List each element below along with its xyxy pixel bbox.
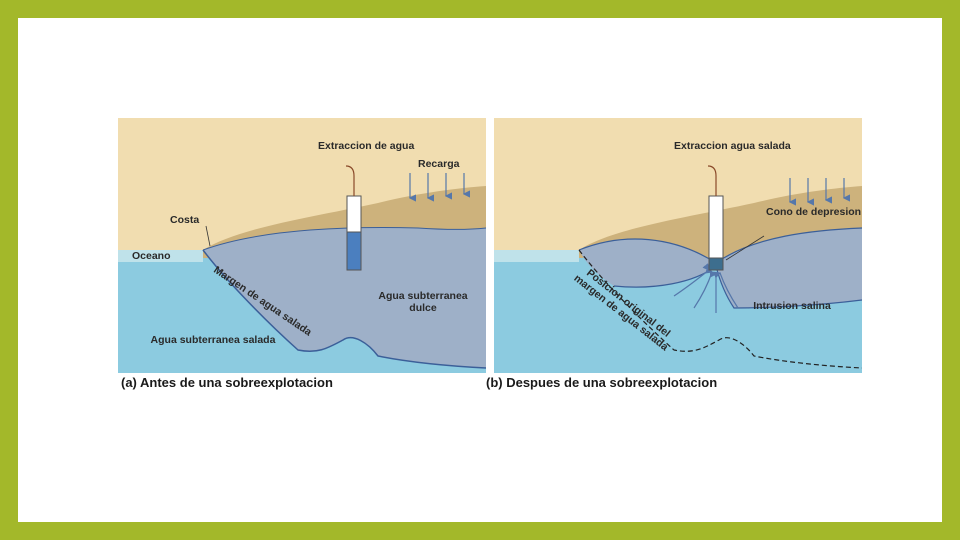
label-recharge: Recarga — [418, 158, 459, 170]
label-depression-cone: Cono de depresion — [766, 206, 861, 218]
label-saline-groundwater: Agua subterranea salada — [148, 334, 278, 346]
label-extraction: Extraccion de agua — [318, 140, 414, 152]
label-extraction-salt: Extraccion agua salada — [674, 140, 791, 152]
caption-before: (a) Antes de una sobreexplotacion — [121, 375, 333, 390]
slide-canvas: Extraccion de agua Recarga Costa Oceano … — [18, 18, 942, 522]
diagram-panel-before: Extraccion de agua Recarga Costa Oceano … — [118, 118, 486, 373]
label-fresh-groundwater: Agua subterranea dulce — [368, 290, 478, 314]
well-water — [709, 258, 723, 270]
label-saline-intrusion: Intrusion salina — [752, 300, 832, 312]
diagram-panel-after: Extraccion agua salada Cono de depresion… — [494, 118, 862, 373]
well-casing — [709, 196, 723, 258]
label-ocean: Oceano — [132, 250, 171, 262]
caption-after: (b) Despues de una sobreexplotacion — [486, 375, 717, 390]
well-casing — [347, 196, 361, 232]
ocean-surface — [494, 250, 579, 262]
label-coast: Costa — [170, 214, 199, 226]
well-water — [347, 232, 361, 270]
